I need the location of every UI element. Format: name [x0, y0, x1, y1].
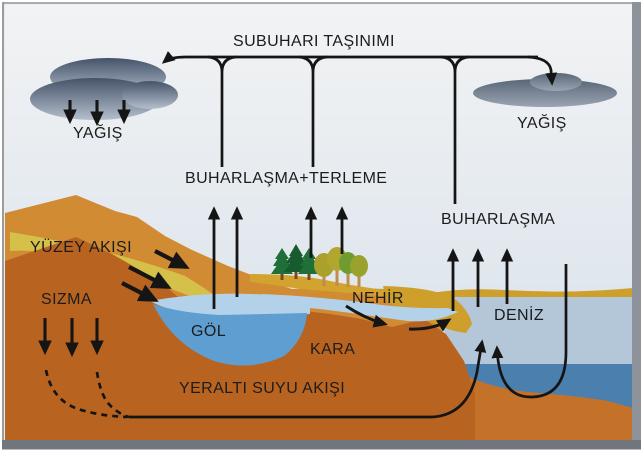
vapor-transport-line [161, 50, 538, 64]
infiltration-arrows [38, 318, 104, 358]
label-evaporation-transpiration: BUHARLAŞMA+TERLEME [185, 170, 388, 187]
flow-arrows [38, 50, 568, 419]
tree-ground-band [250, 274, 420, 298]
label-lake: GÖL [191, 323, 226, 340]
image-frame [2, 2, 641, 450]
deciduous-tree [350, 255, 368, 287]
label-infiltration: SIZMA [41, 291, 92, 308]
label-sea: DENİZ [494, 307, 544, 324]
label-river: NEHİR [352, 290, 404, 307]
rain-arrows-left [63, 100, 131, 127]
label-precipitation-left: YAĞIŞ [73, 125, 123, 142]
surface-runoff-arrows [121, 249, 190, 302]
evaporation-arrows-sea [446, 248, 514, 311]
river-flow-arrows [345, 304, 452, 332]
groundwater-flow-line [129, 339, 487, 419]
label-land: KARA [310, 341, 356, 358]
vapor-to-right-cloud-arrow [527, 55, 558, 86]
sea-circulation-loop [491, 264, 568, 399]
vapor-branch-lake [207, 55, 237, 167]
terrain [5, 195, 633, 440]
label-precipitation-right: YAĞIŞ [517, 115, 567, 132]
label-evaporation-sea: BUHARLAŞMA [441, 211, 556, 228]
river [262, 294, 458, 322]
label-groundwater-flow: YERALTI SUYU AKIŞI [179, 380, 346, 397]
label-vapor-transport: SUBUHARI TAŞINIMI [233, 33, 395, 50]
vapor-branch-sea [440, 55, 470, 204]
label-surface-runoff: YÜZEY AKIŞI [30, 239, 132, 256]
evaporation-arrows-lake [207, 206, 244, 309]
trees [271, 244, 368, 287]
vapor-branch-trees [298, 55, 328, 167]
percolation-dashed-lines [44, 369, 130, 419]
lake-deep [153, 304, 307, 366]
sea-floor [451, 369, 633, 440]
transpiration-arrows-trees [304, 206, 349, 258]
